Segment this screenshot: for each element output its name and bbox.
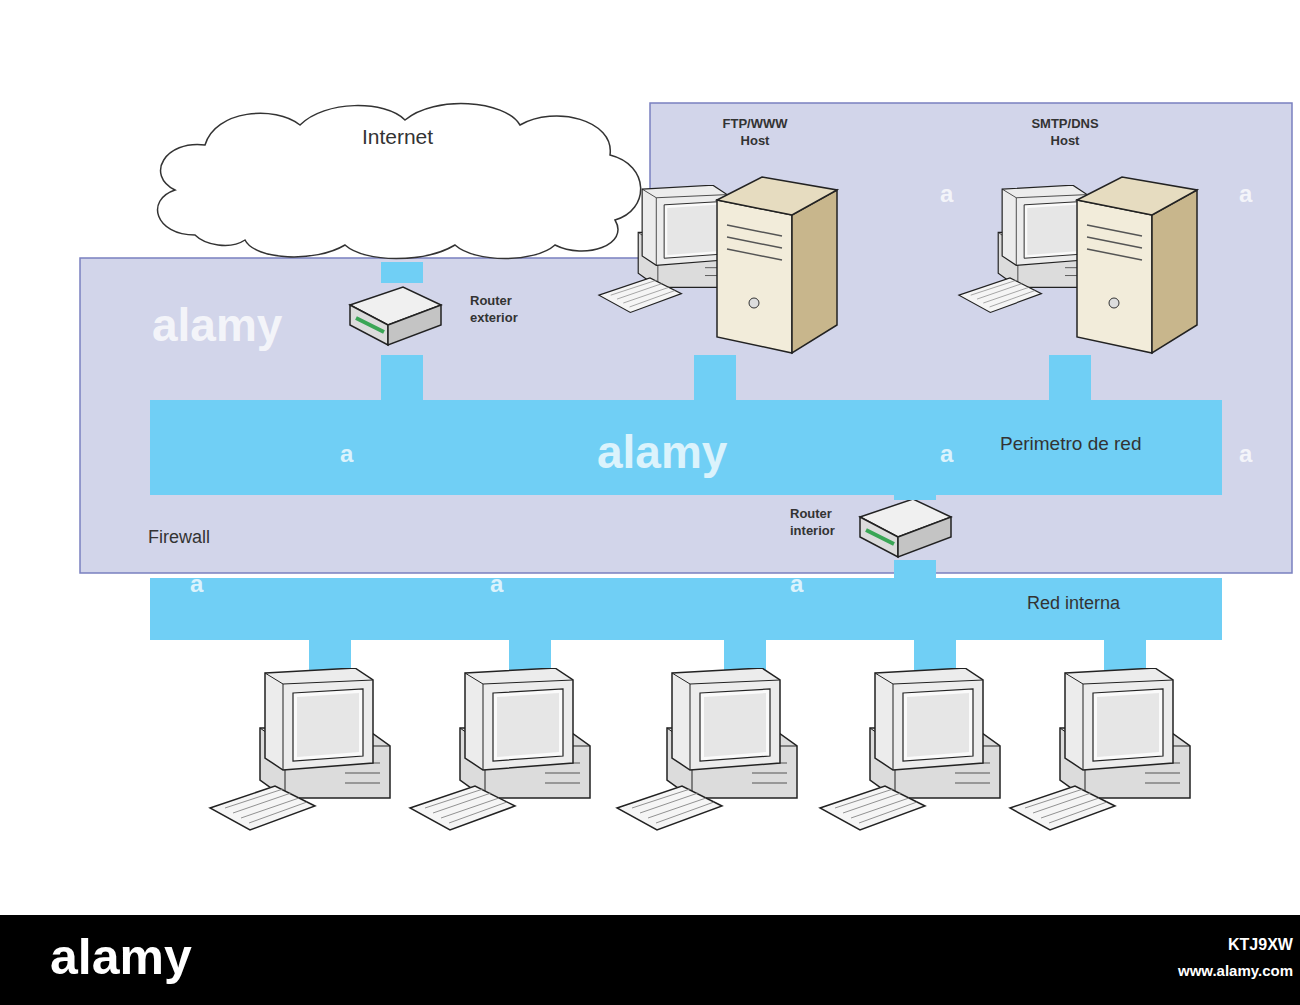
server-tower-icon bbox=[717, 177, 837, 353]
watermark: a bbox=[940, 180, 953, 208]
stock-banner bbox=[0, 915, 1300, 1005]
node-label: SMTP/DNS Host bbox=[1025, 116, 1105, 150]
node-label: Firewall bbox=[148, 526, 298, 549]
network-link bbox=[381, 262, 423, 283]
network-link bbox=[1049, 355, 1091, 400]
router-icon bbox=[860, 499, 951, 557]
stock-logo: alamy bbox=[50, 928, 192, 986]
workstation-icon bbox=[210, 668, 390, 830]
workstation-icon bbox=[1010, 668, 1190, 830]
firewall-zone: Firewall Router exteriorPerimetro de redR… bbox=[80, 258, 1292, 573]
router-device: Router exterior bbox=[345, 283, 545, 355]
node-label: FTP/WWW Host bbox=[715, 116, 795, 150]
network-band: Red interna bbox=[150, 578, 1222, 640]
watermark: a bbox=[1239, 440, 1252, 468]
workstation-icon bbox=[617, 668, 797, 830]
stock-url: www.alamy.com bbox=[1178, 962, 1293, 979]
network-link bbox=[694, 355, 736, 400]
network-link bbox=[894, 495, 936, 500]
stock-id: KTJ9XW bbox=[1228, 936, 1293, 954]
network-link bbox=[894, 560, 936, 578]
zone-outline bbox=[80, 103, 1292, 573]
network-band: Perimetro de red bbox=[150, 400, 1222, 495]
watermark: alamy bbox=[152, 298, 282, 352]
node-label: Internet bbox=[135, 123, 660, 150]
node-label: Router exterior bbox=[470, 293, 545, 327]
server-host: FTP/WWW Host bbox=[595, 112, 850, 355]
cloud-outline bbox=[135, 95, 660, 262]
workstation-icon bbox=[820, 668, 1000, 830]
node-label: Router interior bbox=[790, 506, 858, 540]
watermark: a bbox=[1239, 180, 1252, 208]
router-icon bbox=[350, 287, 441, 345]
network-link bbox=[381, 355, 423, 400]
cloud-shape: Internet bbox=[135, 95, 660, 262]
router-device: Router interior bbox=[790, 500, 955, 560]
node-label: Perimetro de red bbox=[1000, 432, 1210, 457]
node-label: Red interna bbox=[1027, 592, 1217, 615]
workstation-icon bbox=[410, 668, 590, 830]
server-host: SMTP/DNS Host bbox=[955, 112, 1210, 355]
server-tower-icon bbox=[1077, 177, 1197, 353]
